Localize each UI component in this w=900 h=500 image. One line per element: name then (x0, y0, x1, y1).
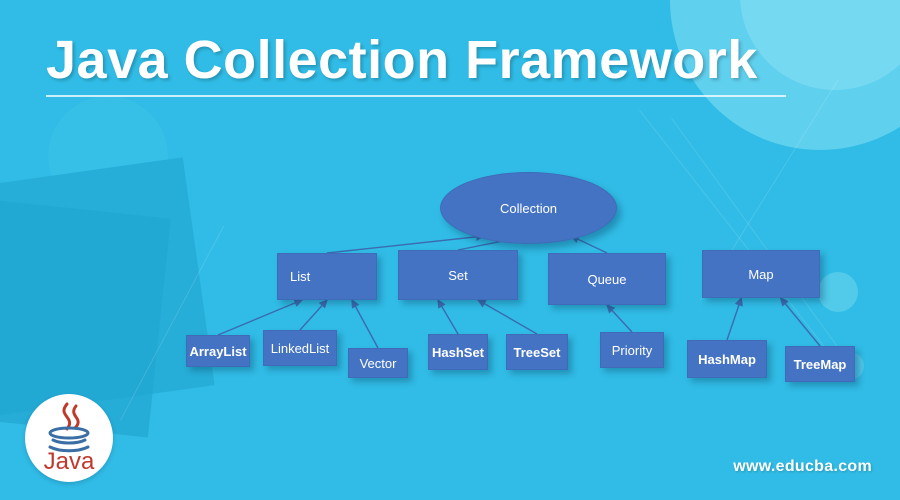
diagram-edge-list-to-collection (326, 232, 486, 254)
diagram-node-queue: Queue (548, 253, 666, 305)
diagram-node-label: LinkedList (270, 340, 330, 356)
diagram-node-collection: Collection (440, 172, 617, 244)
diagram-node-label: HashMap (698, 351, 756, 367)
site-url: www.educba.com (733, 458, 872, 475)
diagram-edge-hashset-to-set (437, 298, 459, 335)
java-logo: Java (25, 394, 113, 482)
diagram-node-label: Vector (359, 355, 397, 371)
diagram-edge-vector-to-list (351, 298, 379, 349)
diagram-edge-queue-to-collection (569, 235, 608, 254)
diagram-edge-arraylist-to-list (217, 299, 304, 336)
diagram-edge-linkedlist-to-list (299, 298, 328, 331)
diagram-node-arraylist: ArrayList (186, 335, 250, 367)
diagram-edge-treeset-to-set (476, 299, 538, 335)
diagram-node-label: Collection (499, 200, 558, 216)
diagram-node-label: TreeSet (513, 344, 561, 360)
diagram-node-label: ArrayList (189, 343, 247, 359)
diagram-node-vector: Vector (348, 348, 408, 378)
diagram-edge-hashmap-to-map (726, 296, 743, 341)
java-logo-text: Java (44, 448, 95, 475)
diagram-node-linkedlist: LinkedList (263, 330, 337, 366)
diagram-node-label: Queue (587, 271, 627, 287)
diagram-node-hashmap: HashMap (687, 340, 767, 378)
diagram-edge-treemap-to-map (779, 296, 821, 347)
java-logo-glyph: Java (44, 402, 95, 475)
page-title: Java Collection Framework (46, 30, 758, 90)
diagram-node-label: Map (748, 266, 774, 282)
title-underline (46, 94, 786, 97)
diagram-node-label: Priority (611, 342, 653, 358)
title-block: Java Collection Framework (46, 32, 806, 97)
diagram-node-treemap: TreeMap (785, 346, 855, 382)
diagram-node-set: Set (398, 250, 518, 300)
diagram-node-priority: Priority (600, 332, 664, 368)
diagram-node-hashset: HashSet (428, 334, 488, 370)
diagram-node-label: TreeMap (793, 356, 847, 372)
diagram-edge-priority-to-queue (606, 303, 633, 333)
diagram-node-map: Map (702, 250, 820, 298)
diagram-node-treeset: TreeSet (506, 334, 568, 370)
diagram-node-label: List (290, 269, 311, 284)
diagram-node-label: Set (448, 267, 468, 283)
diagram-node-list: List (277, 253, 377, 300)
diagram-node-label: HashSet (431, 344, 485, 360)
